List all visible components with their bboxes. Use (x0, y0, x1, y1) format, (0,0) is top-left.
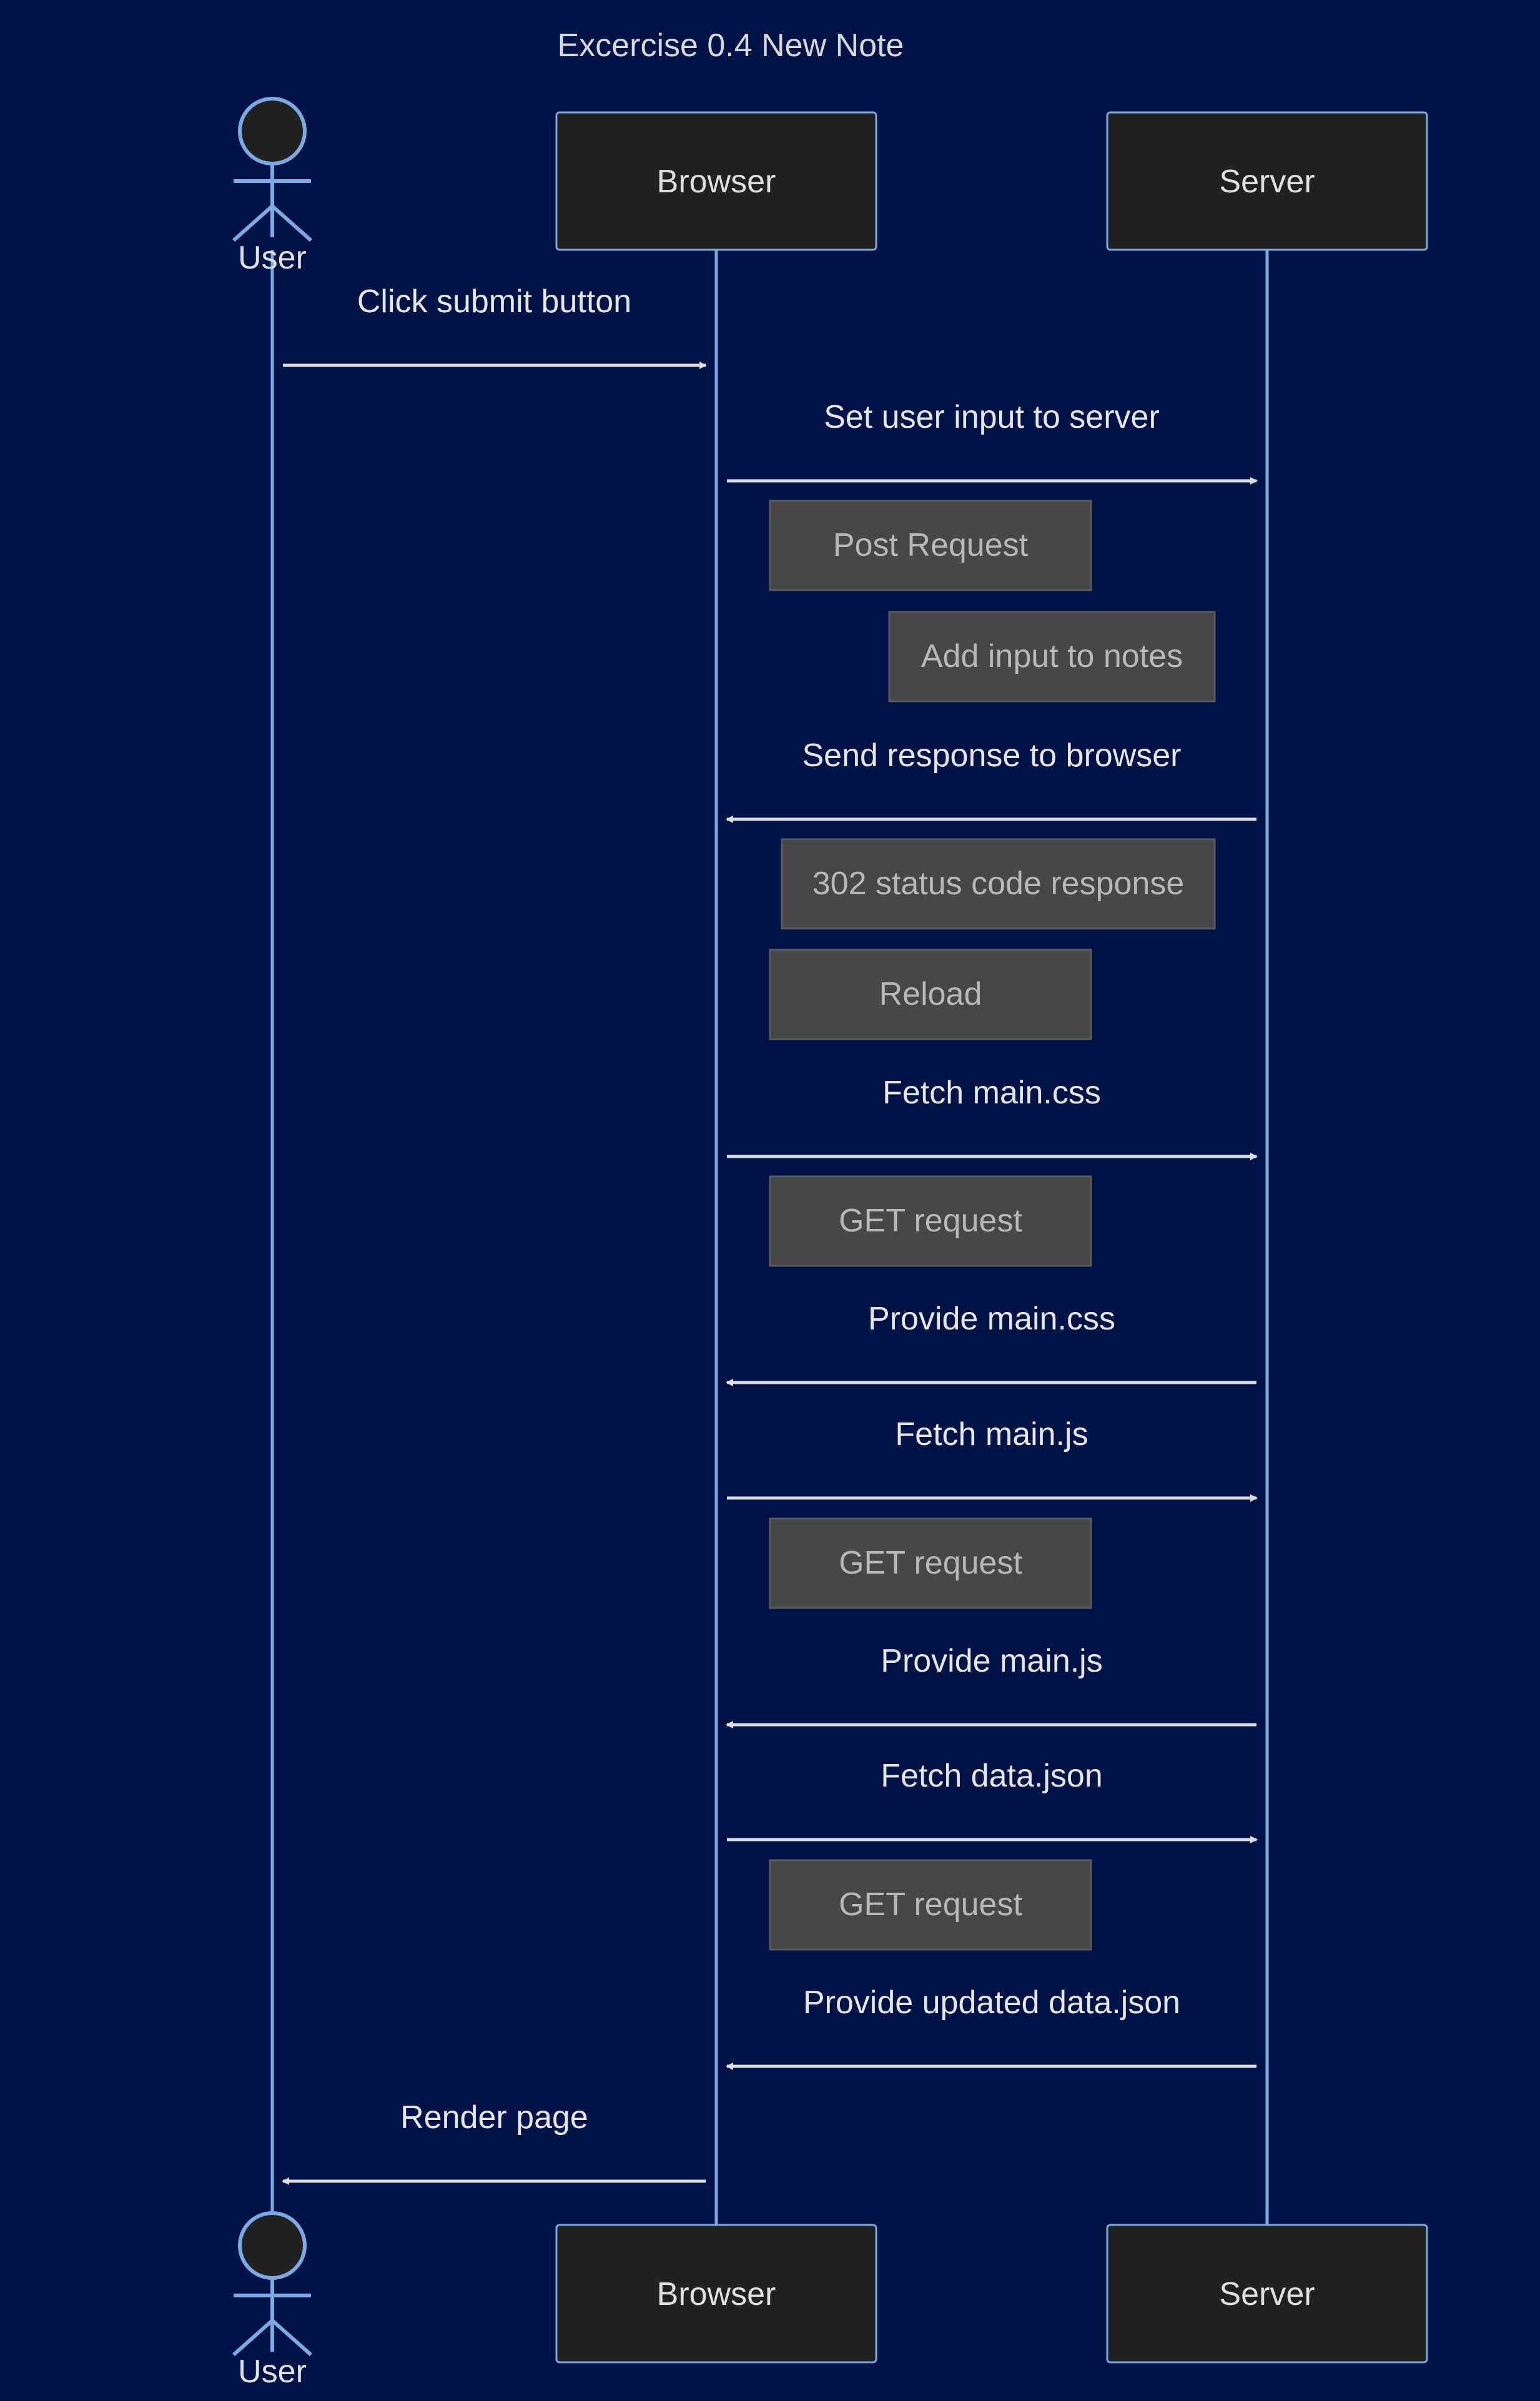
note-box (769, 1175, 1092, 1267)
participant-label: Browser (657, 164, 776, 200)
message-label: Provide main.js (881, 1643, 1102, 1679)
participant-label: Browser (657, 2276, 776, 2312)
message-1: Set user input to server (727, 399, 1258, 485)
participant-box (1106, 111, 1428, 251)
message-13: Fetch data.json (727, 1758, 1258, 1843)
diagram-title: Excercise 0.4 New Note (558, 27, 904, 64)
message-label: Set user input to server (824, 399, 1160, 435)
message-label: Fetch main.css (882, 1075, 1101, 1111)
lifelines (270, 250, 1269, 2225)
note-label: Post Request (833, 527, 1029, 563)
participant-user-bottom: User (232, 2211, 312, 2390)
note-2: Post Request (769, 500, 1092, 591)
participants-top: User Browser Server (232, 97, 1428, 276)
actor-label: User (238, 240, 307, 276)
message-9: Provide main.css (726, 1301, 1256, 1386)
message-7: Fetch main.css (727, 1075, 1258, 1160)
note-3: Add input to notes (888, 611, 1216, 703)
note-label: GET request (839, 1886, 1022, 1923)
participant-label: Server (1219, 164, 1315, 200)
participant-browser-bottom: Browser (555, 2224, 877, 2364)
actor-label: User (238, 2354, 307, 2390)
message-label: Send response to browser (802, 737, 1181, 774)
message-label: Provide main.css (868, 1301, 1115, 1337)
note-box (769, 949, 1092, 1040)
note-label: 302 status code response (812, 865, 1185, 902)
note-label: Add input to notes (921, 638, 1183, 674)
participant-server-bottom: Server (1106, 2224, 1428, 2364)
note-box (769, 1517, 1092, 1609)
participant-label: Server (1219, 2276, 1315, 2312)
note-14: GET request (769, 1859, 1092, 1951)
person-icon (232, 2211, 312, 2357)
note-8: GET request (769, 1175, 1092, 1267)
participant-box (1106, 2224, 1428, 2364)
note-label: GET request (839, 1203, 1022, 1239)
message-label: Render page (400, 2099, 588, 2136)
message-label: Click submit button (357, 283, 631, 320)
note-11: GET request (769, 1517, 1092, 1609)
message-label: Fetch main.js (895, 1416, 1088, 1452)
participant-browser-top: Browser (555, 111, 877, 251)
note-6: Reload (769, 949, 1092, 1040)
message-label: Provide updated data.json (803, 1984, 1180, 2021)
message-0: Click submit button (283, 283, 707, 369)
message-4: Send response to browser (726, 737, 1256, 823)
person-icon (232, 97, 312, 242)
participant-server-top: Server (1106, 111, 1428, 251)
participant-box (555, 2224, 877, 2364)
note-box (769, 500, 1092, 591)
message-label: Fetch data.json (881, 1758, 1103, 1794)
message-15: Provide updated data.json (726, 1984, 1256, 2070)
participants-bottom: User Browser Server (232, 2211, 1428, 2390)
note-label: GET request (839, 1545, 1022, 1581)
participant-box (555, 111, 877, 251)
message-16: Render page (282, 2099, 706, 2185)
note-box (888, 611, 1216, 703)
note-box (781, 838, 1216, 930)
participant-user-top: User (232, 97, 312, 276)
note-5: 302 status code response (781, 838, 1216, 930)
message-12: Provide main.js (726, 1643, 1256, 1728)
message-10: Fetch main.js (727, 1416, 1258, 1502)
note-box (769, 1859, 1092, 1951)
note-label: Reload (879, 976, 982, 1012)
